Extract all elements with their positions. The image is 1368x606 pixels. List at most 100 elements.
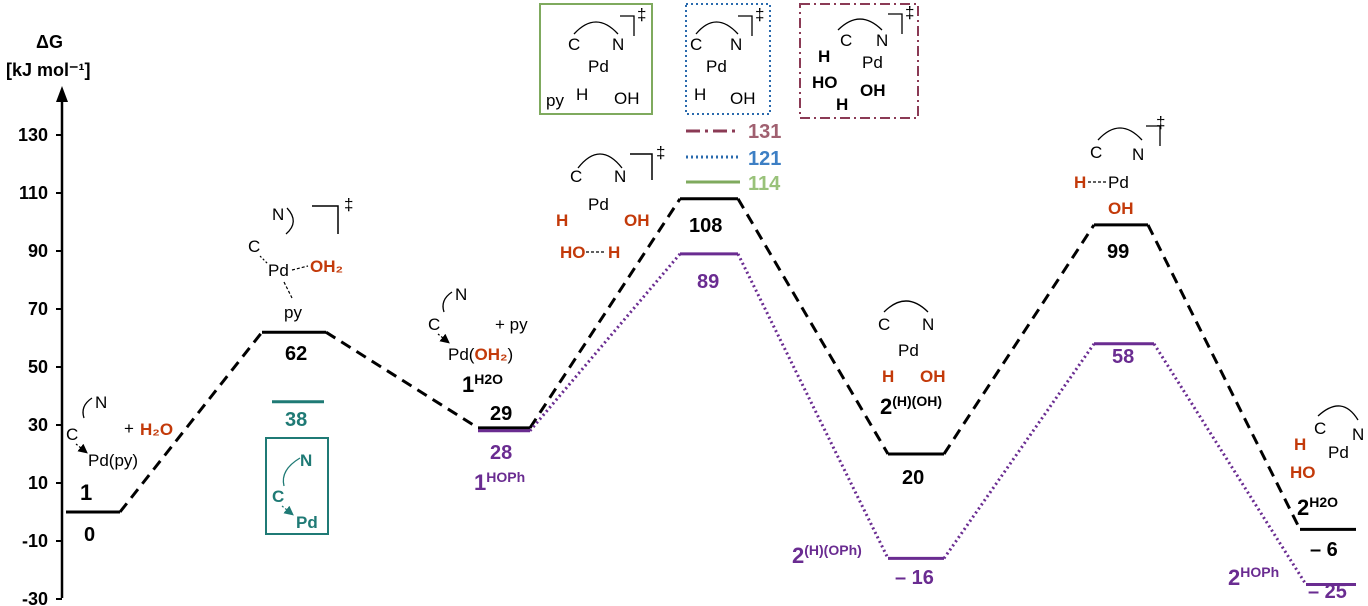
structure-int1: N C + py Pd(OH₂) xyxy=(428,285,528,364)
y-tick-label: 30 xyxy=(28,415,48,435)
y-tick-label: 90 xyxy=(28,241,48,261)
svg-text:H: H xyxy=(608,243,620,262)
svg-text:H: H xyxy=(818,47,830,66)
svg-text:H: H xyxy=(556,211,568,230)
value-28: 28 xyxy=(490,442,512,464)
value-131: 131 xyxy=(748,121,781,143)
y-tick-label: 10 xyxy=(28,473,48,493)
value-m16: – 16 xyxy=(895,567,934,589)
svg-text:py: py xyxy=(546,91,564,110)
y-tick-label: -30 xyxy=(22,589,48,606)
svg-text:N: N xyxy=(300,451,312,470)
svg-text:C: C xyxy=(248,237,260,256)
structure-maroon-box: H C N Pd HO OH H ‡ xyxy=(799,3,919,119)
structure-product: H C N Pd HO xyxy=(1290,405,1364,482)
svg-text:N: N xyxy=(1132,145,1144,164)
value-58: 58 xyxy=(1112,346,1134,368)
connector-black-0 xyxy=(118,331,264,513)
svg-text:N: N xyxy=(1352,425,1364,444)
svg-text:HO: HO xyxy=(1290,463,1316,482)
svg-text:H: H xyxy=(576,85,588,104)
svg-text:‡: ‡ xyxy=(1156,113,1165,132)
svg-text:Pd: Pd xyxy=(862,53,883,72)
energy-levels xyxy=(66,197,1356,586)
svg-text:C: C xyxy=(568,35,580,54)
value-108: 108 xyxy=(689,215,722,237)
svg-text:‡: ‡ xyxy=(905,3,914,22)
structure-ts3: C N H Pd OH ‡ xyxy=(1074,113,1165,218)
value-m25: – 25 xyxy=(1308,581,1347,603)
svg-text:+ py: + py xyxy=(495,315,528,334)
structure-ts1: N C Pd OH₂ py ‡ xyxy=(248,195,353,322)
y-tick-label: 130 xyxy=(18,125,48,145)
value-99: 99 xyxy=(1107,241,1129,263)
svg-text:‡: ‡ xyxy=(656,143,665,162)
svg-text:C: C xyxy=(1090,143,1102,162)
y-tick-label: 70 xyxy=(28,299,48,319)
svg-text:N: N xyxy=(876,31,888,50)
value-20: 20 xyxy=(902,467,924,489)
structure-ts2: C N Pd H OH HO H ‡ xyxy=(556,143,665,262)
svg-text:Pd: Pd xyxy=(588,195,609,214)
value-labels: 0 62 38 29 28 108 89 20 – 16 99 58 – 6 –… xyxy=(84,121,1347,603)
svg-text:H: H xyxy=(694,85,706,104)
species-2-hoph: 2HOPh xyxy=(1228,564,1279,590)
structure-blue-box: C N Pd H OH ‡ xyxy=(685,3,771,115)
species-2-h-oph: 2(H)(OPh) xyxy=(792,542,862,568)
svg-text:H: H xyxy=(836,95,848,114)
species-labels: 1 1H2O 1HOPh 2(H)(OH) 2(H)(OPh) 2H2O 2HO… xyxy=(80,371,1338,590)
connector-black-2 xyxy=(528,197,682,429)
y-tick-label: 110 xyxy=(19,183,48,203)
svg-text:‡: ‡ xyxy=(755,5,764,24)
svg-text:‡: ‡ xyxy=(637,5,646,24)
svg-text:OH: OH xyxy=(624,211,650,230)
svg-text:Pd: Pd xyxy=(588,57,609,76)
svg-text:C: C xyxy=(840,31,852,50)
svg-text:C: C xyxy=(66,425,78,444)
y-axis-title-units: [kJ mol⁻¹] xyxy=(6,60,91,80)
svg-text:Pd: Pd xyxy=(1328,443,1349,462)
svg-text:Pd: Pd xyxy=(1108,173,1129,192)
svg-text:C: C xyxy=(428,315,440,334)
connector-black-1 xyxy=(325,330,479,430)
svg-text:py: py xyxy=(284,303,302,322)
svg-text:Pd(py): Pd(py) xyxy=(88,451,138,470)
value-38: 38 xyxy=(285,409,307,431)
svg-text:+: + xyxy=(124,419,134,438)
species-1: 1 xyxy=(80,480,92,505)
y-tick-label: -10 xyxy=(22,531,48,551)
structure-1: N C Pd(py) + H₂O xyxy=(66,393,173,470)
svg-text:N: N xyxy=(272,205,284,224)
svg-text:N: N xyxy=(922,315,934,334)
svg-text:OH: OH xyxy=(860,81,886,100)
species-1-hoph: 1HOPh xyxy=(474,469,525,495)
svg-text:N: N xyxy=(612,35,624,54)
svg-text:C: C xyxy=(1314,419,1326,438)
svg-text:C: C xyxy=(272,487,284,506)
svg-text:H: H xyxy=(1294,435,1306,454)
svg-text:C: C xyxy=(690,35,702,54)
svg-text:OH: OH xyxy=(1108,199,1134,218)
svg-text:N: N xyxy=(614,167,626,186)
svg-text:OH: OH xyxy=(614,89,640,108)
svg-text:N: N xyxy=(455,285,467,304)
connector-purple-2 xyxy=(942,342,1096,560)
svg-text:Pd: Pd xyxy=(898,341,919,360)
svg-text:OH: OH xyxy=(920,367,946,386)
y-tick-label: 50 xyxy=(28,357,48,377)
svg-text:H₂O: H₂O xyxy=(140,420,173,439)
species-1-h2o: 1H2O xyxy=(462,371,503,397)
svg-text:OH: OH xyxy=(730,89,756,108)
species-2-h2o: 2H2O xyxy=(1297,494,1338,520)
structure-teal-box: N C Pd xyxy=(265,437,329,535)
value-0: 0 xyxy=(84,524,95,546)
value-29: 29 xyxy=(490,403,512,425)
value-89: 89 xyxy=(697,271,719,293)
svg-text:HO: HO xyxy=(560,243,586,262)
y-axis: ΔG [kJ mol⁻¹] 130 110 90 70 50 30 10 -10 -30 xyxy=(6,32,91,606)
svg-text:‡: ‡ xyxy=(344,195,353,214)
connector-black-4 xyxy=(942,224,1096,455)
svg-text:C: C xyxy=(878,315,890,334)
y-axis-title-symbol: ΔG xyxy=(36,32,63,52)
